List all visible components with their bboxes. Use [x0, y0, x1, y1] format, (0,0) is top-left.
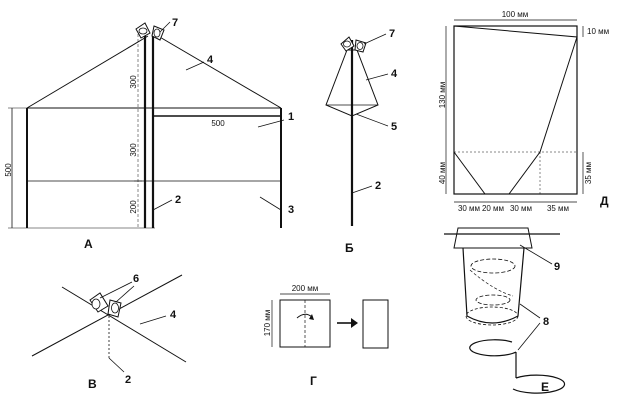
panel-b-label: Б: [345, 241, 354, 255]
a-label-3: 3: [288, 204, 294, 216]
e-inner-ring-upper: [470, 258, 516, 274]
a-leader-2: [152, 199, 173, 211]
g-dim-200: 200 мм: [292, 284, 319, 293]
b-label-7: 7: [389, 28, 395, 40]
d-dim-35-vertical: 35 мм: [584, 162, 593, 184]
a-label-2: 2: [175, 194, 181, 206]
g-transform-arrow-head: [351, 318, 358, 328]
e-label-9: 9: [554, 261, 560, 273]
g-folded-sheet: [362, 299, 389, 349]
e-funnel-top: [453, 227, 533, 249]
v-label-6: 6: [133, 273, 139, 285]
b-label-2: 2: [375, 180, 381, 192]
v-label-2: 2: [125, 374, 131, 386]
panel-g: 200 мм 170 мм Г: [263, 284, 389, 388]
b-cup-lamps: [340, 36, 367, 53]
a-dim-500-top: 500: [211, 119, 225, 128]
a-dim-300-top: 300: [129, 75, 138, 89]
a-dim-500-side: 500: [4, 163, 13, 177]
a-leader-1: [257, 119, 285, 128]
d-dim-100: 100 мм: [502, 10, 529, 19]
b-leader-7: [363, 33, 387, 45]
v-rope-2: [61, 286, 187, 363]
e-label-8: 8: [543, 316, 549, 328]
g-fold-arrow-head: [309, 314, 314, 320]
a-leader-4: [185, 61, 205, 71]
d-sheet-outline: [453, 25, 578, 195]
d-dim-40: 40 мм: [438, 162, 447, 184]
a-label-4: 4: [207, 54, 214, 66]
d-dim-30-right: 30 мм: [510, 204, 532, 213]
d-dim-35-horizontal: 35 мм: [547, 204, 569, 213]
d-dim-30-left: 30 мм: [458, 204, 480, 213]
v-rope-1: [31, 274, 183, 357]
b-label-4: 4: [391, 68, 398, 80]
d-dim-10: 10 мм: [587, 27, 609, 36]
d-dim-20: 20 мм: [482, 204, 504, 213]
panel-a-label: А: [84, 237, 93, 251]
v-cup-lamps: [89, 292, 122, 318]
b-leader-4: [365, 73, 389, 81]
a-label-7: 7: [172, 17, 178, 29]
e-inner-ring-lower: [475, 294, 511, 306]
a-guy-left: [26, 35, 149, 109]
b-leader-2: [351, 185, 373, 194]
d-cut-outline: [453, 25, 578, 195]
panel-d-label: Д: [600, 194, 609, 208]
e-funnel-bottom-rim: [465, 306, 519, 326]
a-dim-300-mid: 300: [129, 143, 138, 157]
a-dim-200-bot: 200: [129, 200, 138, 214]
panel-d: 100 мм 10 мм 130 мм 40 мм 35 мм 30 мм 20…: [438, 10, 609, 213]
v-leader-6a: [99, 281, 133, 299]
a-guy-right: [157, 35, 282, 109]
v-leader-6b: [115, 285, 135, 303]
panel-b: 7 4 5 2 Б: [325, 28, 398, 255]
panel-e-label: Е: [541, 380, 549, 394]
v-leader-2: [108, 357, 125, 373]
e-leader-8b: [517, 322, 541, 351]
e-wire-spring: [469, 339, 566, 394]
a-cup-lamps: [135, 22, 165, 41]
d-dim-130: 130 мм: [438, 82, 447, 109]
e-leader-8a: [519, 303, 541, 319]
e-leader-9: [519, 244, 553, 265]
a-label-1: 1: [288, 111, 294, 123]
b-leader-5: [355, 113, 389, 127]
panel-v: 6 4 2 В: [31, 273, 187, 391]
b-label-5: 5: [391, 121, 397, 133]
a-leader-3: [259, 196, 282, 211]
panel-e: 9 8 Е: [444, 227, 566, 394]
g-fold-arrow: [296, 313, 313, 319]
v-label-4: 4: [170, 309, 177, 321]
a-leader-7: [159, 21, 171, 33]
g-dim-170: 170 мм: [263, 310, 272, 337]
panel-g-label: Г: [310, 374, 317, 388]
e-inner-spiral: [469, 269, 514, 297]
panel-v-label: В: [88, 377, 97, 391]
v-leader-4: [139, 315, 167, 325]
panel-a: 500 300 300 200 500 7 4 1 2 3 А: [4, 17, 294, 251]
